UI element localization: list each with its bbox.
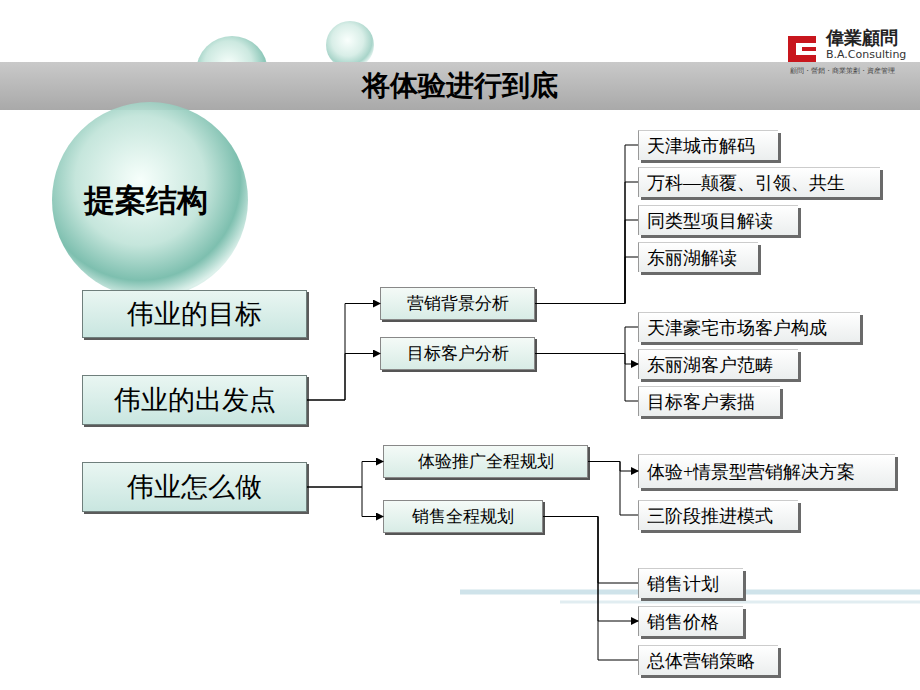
method-box: 伟业怎么做: [82, 462, 307, 512]
connector: [535, 354, 638, 365]
box-text: 伟业的目标: [127, 296, 262, 332]
box-text: 目标客户素描: [647, 390, 755, 414]
box-text: 同类型项目解读: [647, 209, 773, 233]
plan-box: 体验推广全程规划: [383, 445, 588, 478]
connector: [307, 354, 380, 401]
topic-box: 天津豪宅市场客户构成: [638, 312, 860, 342]
box-text: 伟业怎么做: [127, 469, 262, 505]
box-text: 东丽湖解读: [647, 246, 737, 270]
logo-tagline: 顧問・營銷・商業策劃・資産管理: [790, 66, 895, 76]
page-title: 将体验进行到底: [0, 66, 920, 106]
bubble: [326, 21, 374, 69]
box-text: 目标客户分析: [407, 342, 509, 365]
topic-box: 万科—颠覆、引领、共生: [638, 167, 880, 197]
box-text: 体验推广全程规划: [418, 450, 554, 473]
analysis-box: 目标客户分析: [380, 337, 535, 370]
box-text: 销售计划: [647, 572, 719, 596]
connector: [535, 257, 638, 304]
topic-box: 销售计划: [638, 568, 743, 598]
connector: [307, 462, 383, 488]
connector: [588, 462, 638, 472]
topic-box: 同类型项目解读: [638, 205, 798, 235]
connector: [543, 517, 638, 584]
connector: [543, 517, 638, 622]
box-text: 营销背景分析: [407, 292, 509, 315]
topic-box: 销售价格: [638, 606, 743, 636]
logo-name: 偉業顧問: [826, 26, 898, 50]
topic-box: 体验+情景型营销解决方案: [638, 454, 895, 488]
box-text: 体验+情景型营销解决方案: [647, 460, 855, 484]
rule-line: [560, 601, 920, 604]
goal-box: 伟业的目标: [82, 290, 307, 338]
connector: [307, 304, 380, 401]
box-text: 天津豪宅市场客户构成: [647, 316, 827, 340]
topic-box: 总体营销策略: [638, 645, 778, 675]
connector: [535, 145, 638, 304]
connector: [307, 487, 383, 517]
box-text: 万科—颠覆、引领、共生: [647, 171, 845, 195]
plan-box: 销售全程规划: [383, 500, 543, 533]
topic-box: 天津城市解码: [638, 130, 778, 160]
box-text: 销售价格: [647, 610, 719, 634]
connector: [535, 354, 638, 402]
connector: [535, 327, 638, 354]
connector: [543, 517, 638, 661]
logo-icon: [788, 36, 816, 62]
connector: [535, 182, 638, 304]
topic-box: 三阶段推进模式: [638, 500, 798, 530]
topic-box: 东丽湖客户范畴: [638, 349, 798, 379]
topic-box: 目标客户素描: [638, 386, 780, 416]
bubble: [52, 102, 248, 298]
box-text: 东丽湖客户范畴: [647, 353, 773, 377]
box-text: 总体营销策略: [647, 649, 755, 673]
logo-name: B.A.Consulting: [826, 48, 906, 61]
connector: [588, 462, 638, 516]
analysis-box: 营销背景分析: [380, 287, 535, 320]
box-text: 三阶段推进模式: [647, 504, 773, 528]
box-text: 天津城市解码: [647, 134, 755, 158]
box-text: 销售全程规划: [412, 505, 514, 528]
connector: [535, 220, 638, 304]
start-box: 伟业的出发点: [82, 375, 307, 425]
topic-box: 东丽湖解读: [638, 242, 758, 272]
box-text: 伟业的出发点: [114, 382, 276, 418]
section-heading: 提案结构: [84, 180, 208, 222]
